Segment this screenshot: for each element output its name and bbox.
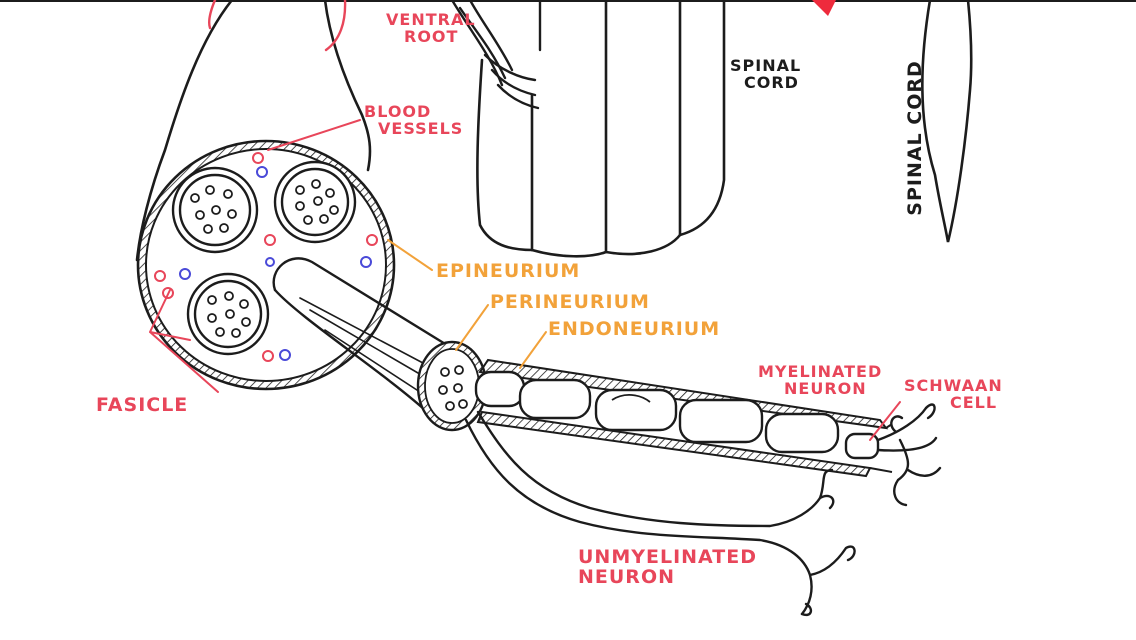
vertical-spinal-cord <box>921 0 973 243</box>
epineurium-label: EPINEURIUM <box>436 260 581 282</box>
perineurium-ring <box>416 340 488 432</box>
blood-vessels-label-line2: VESSELS <box>378 118 464 138</box>
endoneurium-label: ENDONEURIUM <box>548 318 721 340</box>
spinal-cord-label-line2: CORD <box>744 72 799 92</box>
ventral-root-label: VENTRAL ROOT <box>386 10 476 46</box>
nerve-trunk <box>135 0 372 262</box>
spinal-cord-columns <box>476 0 726 258</box>
perineurium-label: PERINEURIUM <box>490 291 650 313</box>
ventral-root-label-line2: ROOT <box>404 26 459 46</box>
myelin-segments <box>474 370 880 460</box>
unmyelinated-neuron-label-line1: UNMYELINATED <box>578 546 757 568</box>
fascicle-1 <box>171 166 259 254</box>
schwann-cell-label-line2: CELL <box>950 392 998 412</box>
fascicle-3 <box>186 272 270 356</box>
blood-vessels-label: BLOOD VESSELS <box>364 102 464 138</box>
endoneurium-sheath <box>476 358 893 478</box>
blood-vessels-red <box>154 152 378 362</box>
myelinated-terminal-branches <box>876 403 942 507</box>
myelinated-neuron-label-line1: MYELINATED <box>758 362 883 381</box>
trunk-red-marks <box>208 0 347 52</box>
unmyelinated-neuron <box>464 410 856 617</box>
spinal-cord-label-vertical: SPINAL CORD <box>904 60 927 216</box>
fascicle-label: FASICLE <box>96 394 189 416</box>
spinal-cord-label-horizontal: SPINAL CORD <box>730 56 802 92</box>
myelin-detail <box>611 394 651 403</box>
unmyelinated-neuron-label: UNMYELINATED NEURON <box>578 546 757 588</box>
perineurium-bundle <box>272 257 457 412</box>
blood-vessels-blue <box>179 166 372 361</box>
top-red-accent <box>812 0 836 16</box>
spinal-cord-label-line1: SPINAL <box>730 56 802 75</box>
ventral-root-label-line1: VENTRAL <box>386 10 476 29</box>
myelinated-neuron-label: MYELINATED NEURON <box>758 362 883 398</box>
unmyelinated-neuron-label-line2: NEURON <box>578 565 675 588</box>
schwann-cell-label: SCHWAAN CELL <box>904 376 1003 412</box>
fascicle-2 <box>273 160 357 244</box>
myelinated-neuron-label-line2: NEURON <box>784 378 867 398</box>
label-leaders <box>149 119 901 441</box>
blood-vessels-label-line1: BLOOD <box>364 102 432 121</box>
schwann-cell-label-line1: SCHWAAN <box>904 376 1003 395</box>
